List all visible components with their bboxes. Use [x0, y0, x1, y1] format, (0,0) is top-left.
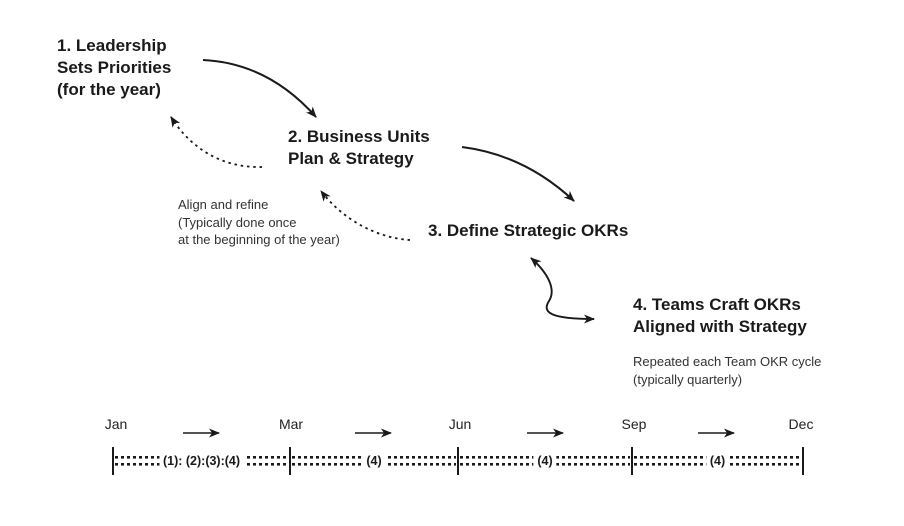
- timeline-segment-q1-label: (1): (2):(3):(4): [158, 453, 245, 468]
- timeline-month-mar: Mar: [278, 416, 304, 432]
- timeline-segment-q2: (4): [292, 453, 456, 468]
- step-1-leadership-sets-priorities: 1. Leadership Sets Priorities (for the y…: [57, 36, 172, 99]
- timeline-segment-q4-label: (4): [705, 453, 730, 468]
- step-3-define-strategic-okrs: 3. Define Strategic OKRs: [428, 221, 629, 240]
- step-2-business-units-plan-strategy: 2. Business Units Plan & Strategy: [288, 127, 430, 168]
- timeline-segment-q4: (4): [634, 453, 801, 468]
- timeline-segment-q3: (4): [460, 453, 630, 468]
- timeline-segment-q2-label: (4): [362, 453, 386, 468]
- note-align-and-refine: Align and refine (Typically done once at…: [178, 197, 340, 247]
- timeline-tick-sep: [631, 447, 633, 475]
- step-4-teams-craft-okrs: 4. Teams Craft OKRs Aligned with Strateg…: [633, 295, 807, 336]
- timeline-segment-q3-label: (4): [533, 453, 557, 468]
- timeline-month-jan: Jan: [104, 416, 128, 432]
- timeline-tick-dec: [802, 447, 804, 475]
- timeline-month-dec: Dec: [788, 416, 814, 432]
- flow-arrow-step1-to-step2: [202, 59, 317, 118]
- timeline-month-sep: Sep: [621, 416, 647, 432]
- timeline-tick-mar: [289, 447, 291, 475]
- timeline-tick-jun: [457, 447, 459, 475]
- timeline-segment-q1: (1): (2):(3):(4): [115, 453, 288, 468]
- timeline-month-jun: Jun: [448, 416, 472, 432]
- cycle-arrow-step3-step4: [530, 257, 595, 324]
- note-repeated-each-cycle: Repeated each Team OKR cycle (typically …: [633, 354, 822, 387]
- timeline-tick-jan: [112, 447, 114, 475]
- feedback-arrow-to-step1: [170, 116, 263, 168]
- flow-arrow-step2-to-step3: [461, 146, 575, 202]
